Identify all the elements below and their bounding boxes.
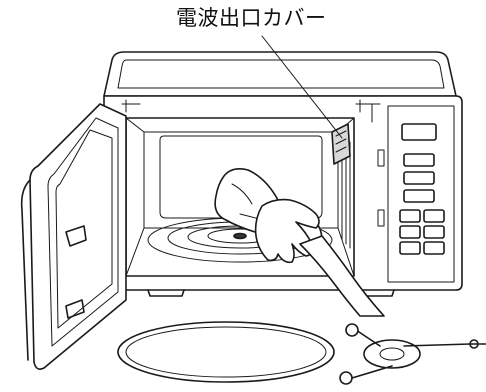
glass-turntable-removed [118, 322, 334, 382]
roller-ring-support [340, 324, 486, 384]
open-door [22, 104, 126, 369]
waveguide-cover-label: 電波出口カバー [176, 4, 336, 32]
waveguide-cover [332, 124, 350, 164]
